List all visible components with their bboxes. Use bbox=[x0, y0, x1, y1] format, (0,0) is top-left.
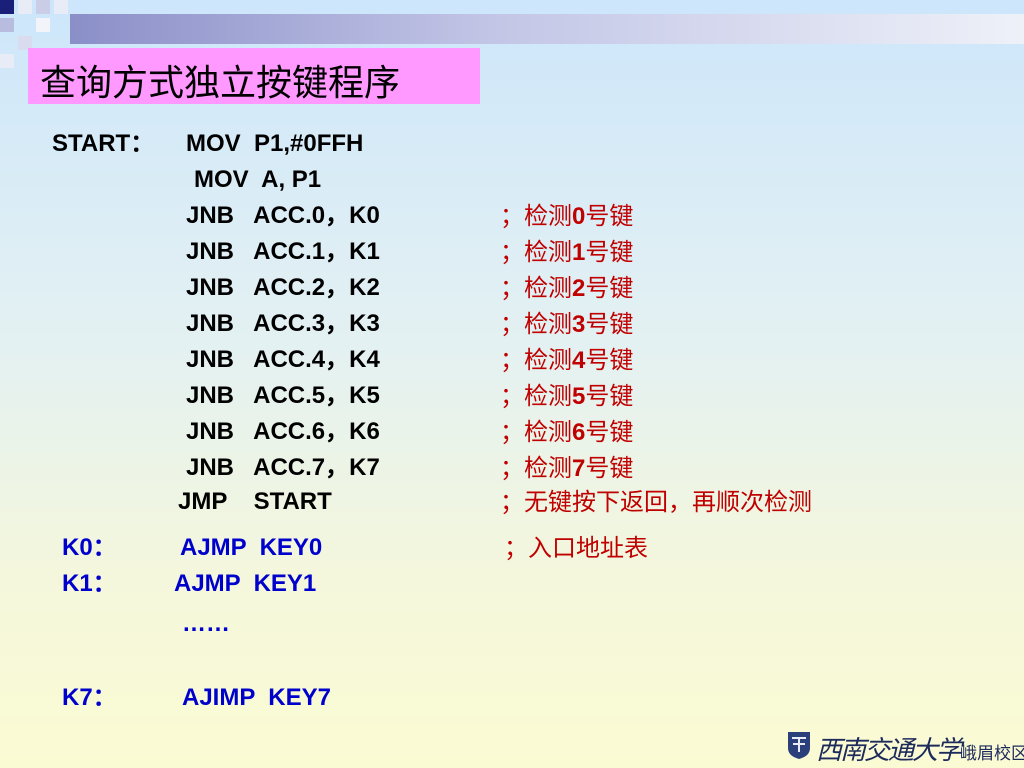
corner-square-decoration bbox=[0, 54, 14, 68]
code-instruction: MOV P1,#0FFH bbox=[186, 130, 364, 157]
comment-key-number: 0 bbox=[572, 203, 586, 230]
comment-suffix: 号键 bbox=[585, 382, 634, 410]
ellipsis: …… bbox=[182, 610, 230, 637]
comment-key-number: 2 bbox=[572, 275, 586, 302]
code-comment: ；检测7号键 bbox=[500, 454, 633, 483]
code-comment: ；检测1号键 bbox=[500, 238, 633, 267]
corner-square-decoration bbox=[18, 36, 32, 50]
corner-square-decoration bbox=[0, 0, 14, 14]
code-comment: ；检测3号键 bbox=[500, 310, 633, 339]
corner-square-decoration bbox=[54, 0, 68, 14]
comment-key-number: 5 bbox=[572, 383, 586, 410]
code-comment: ；无键按下返回，再顺次检测 bbox=[500, 488, 812, 516]
logo-main-text: 西南交通大学峨眉校区 bbox=[816, 730, 1024, 767]
code-instruction: MOV A, P1 bbox=[194, 166, 322, 193]
corner-square-decoration bbox=[18, 0, 32, 14]
comment-prefix: ；检测 bbox=[500, 202, 572, 230]
comment-key-number: 7 bbox=[572, 455, 586, 482]
label-k0: K0： bbox=[62, 534, 117, 561]
comment-prefix: ；检测 bbox=[500, 454, 572, 482]
corner-square-decoration bbox=[36, 0, 50, 14]
code-label: START： bbox=[52, 130, 155, 157]
code-instruction: JNB ACC.0，K0 bbox=[186, 202, 380, 229]
comment-prefix: ；无键按下返回，再顺次检测 bbox=[500, 488, 812, 516]
comment-suffix: 号键 bbox=[585, 454, 634, 482]
comment-prefix: ；检测 bbox=[500, 238, 572, 266]
title-background bbox=[28, 48, 480, 104]
code-instruction: JNB ACC.6，K6 bbox=[186, 418, 380, 445]
comment-key-number: 3 bbox=[572, 311, 586, 338]
code-instruction: JNB ACC.2，K2 bbox=[186, 274, 380, 301]
comment-key-number: 4 bbox=[572, 347, 586, 374]
code-instruction: JNB ACC.1，K1 bbox=[186, 238, 380, 265]
comment-key-number: 1 bbox=[572, 239, 586, 266]
code-instruction: JMP START bbox=[178, 488, 332, 515]
code-comment: ；检测0号键 bbox=[500, 202, 633, 231]
comment-suffix: 号键 bbox=[585, 202, 634, 230]
corner-square-decoration bbox=[36, 18, 50, 32]
university-emblem-icon bbox=[788, 732, 810, 759]
slide-title: 查询方式独立按键程序 bbox=[40, 63, 401, 104]
comment-k0: ；入口地址表 bbox=[504, 534, 648, 562]
code-comment: ；检测5号键 bbox=[500, 382, 633, 411]
comment-suffix: 号键 bbox=[585, 346, 634, 374]
comment-prefix: ；检测 bbox=[500, 274, 572, 302]
code-comment: ；检测4号键 bbox=[500, 346, 633, 375]
label-k7: K7： bbox=[62, 684, 117, 711]
instr-k7: AJIMP KEY7 bbox=[182, 684, 331, 711]
comment-suffix: 号键 bbox=[585, 418, 634, 446]
code-instruction: JNB ACC.3，K3 bbox=[186, 310, 380, 337]
logo-sub-text: 峨眉校区 bbox=[960, 744, 1024, 764]
label-k1: K1： bbox=[62, 570, 117, 597]
instr-k0: AJMP KEY0 bbox=[180, 534, 323, 561]
code-instruction: JNB ACC.4，K4 bbox=[186, 346, 380, 373]
code-instruction: JNB ACC.7，K7 bbox=[186, 454, 380, 481]
comment-prefix: ；检测 bbox=[500, 418, 572, 446]
code-comment: ；检测6号键 bbox=[500, 418, 633, 447]
university-logo: 西南交通大学峨眉校区 bbox=[786, 728, 1024, 766]
comment-prefix: ；检测 bbox=[500, 382, 572, 410]
comment-prefix: ；检测 bbox=[500, 310, 572, 338]
header-gradient-bar bbox=[70, 14, 1024, 44]
comment-suffix: 号键 bbox=[585, 238, 634, 266]
instr-k1: AJMP KEY1 bbox=[174, 570, 317, 597]
comment-prefix: ；检测 bbox=[500, 346, 572, 374]
comment-suffix: 号键 bbox=[585, 310, 634, 338]
comment-key-number: 6 bbox=[572, 419, 586, 446]
comment-suffix: 号键 bbox=[585, 274, 634, 302]
corner-square-decoration bbox=[0, 18, 14, 32]
code-comment: ；检测2号键 bbox=[500, 274, 633, 303]
code-instruction: JNB ACC.5，K5 bbox=[186, 382, 380, 409]
